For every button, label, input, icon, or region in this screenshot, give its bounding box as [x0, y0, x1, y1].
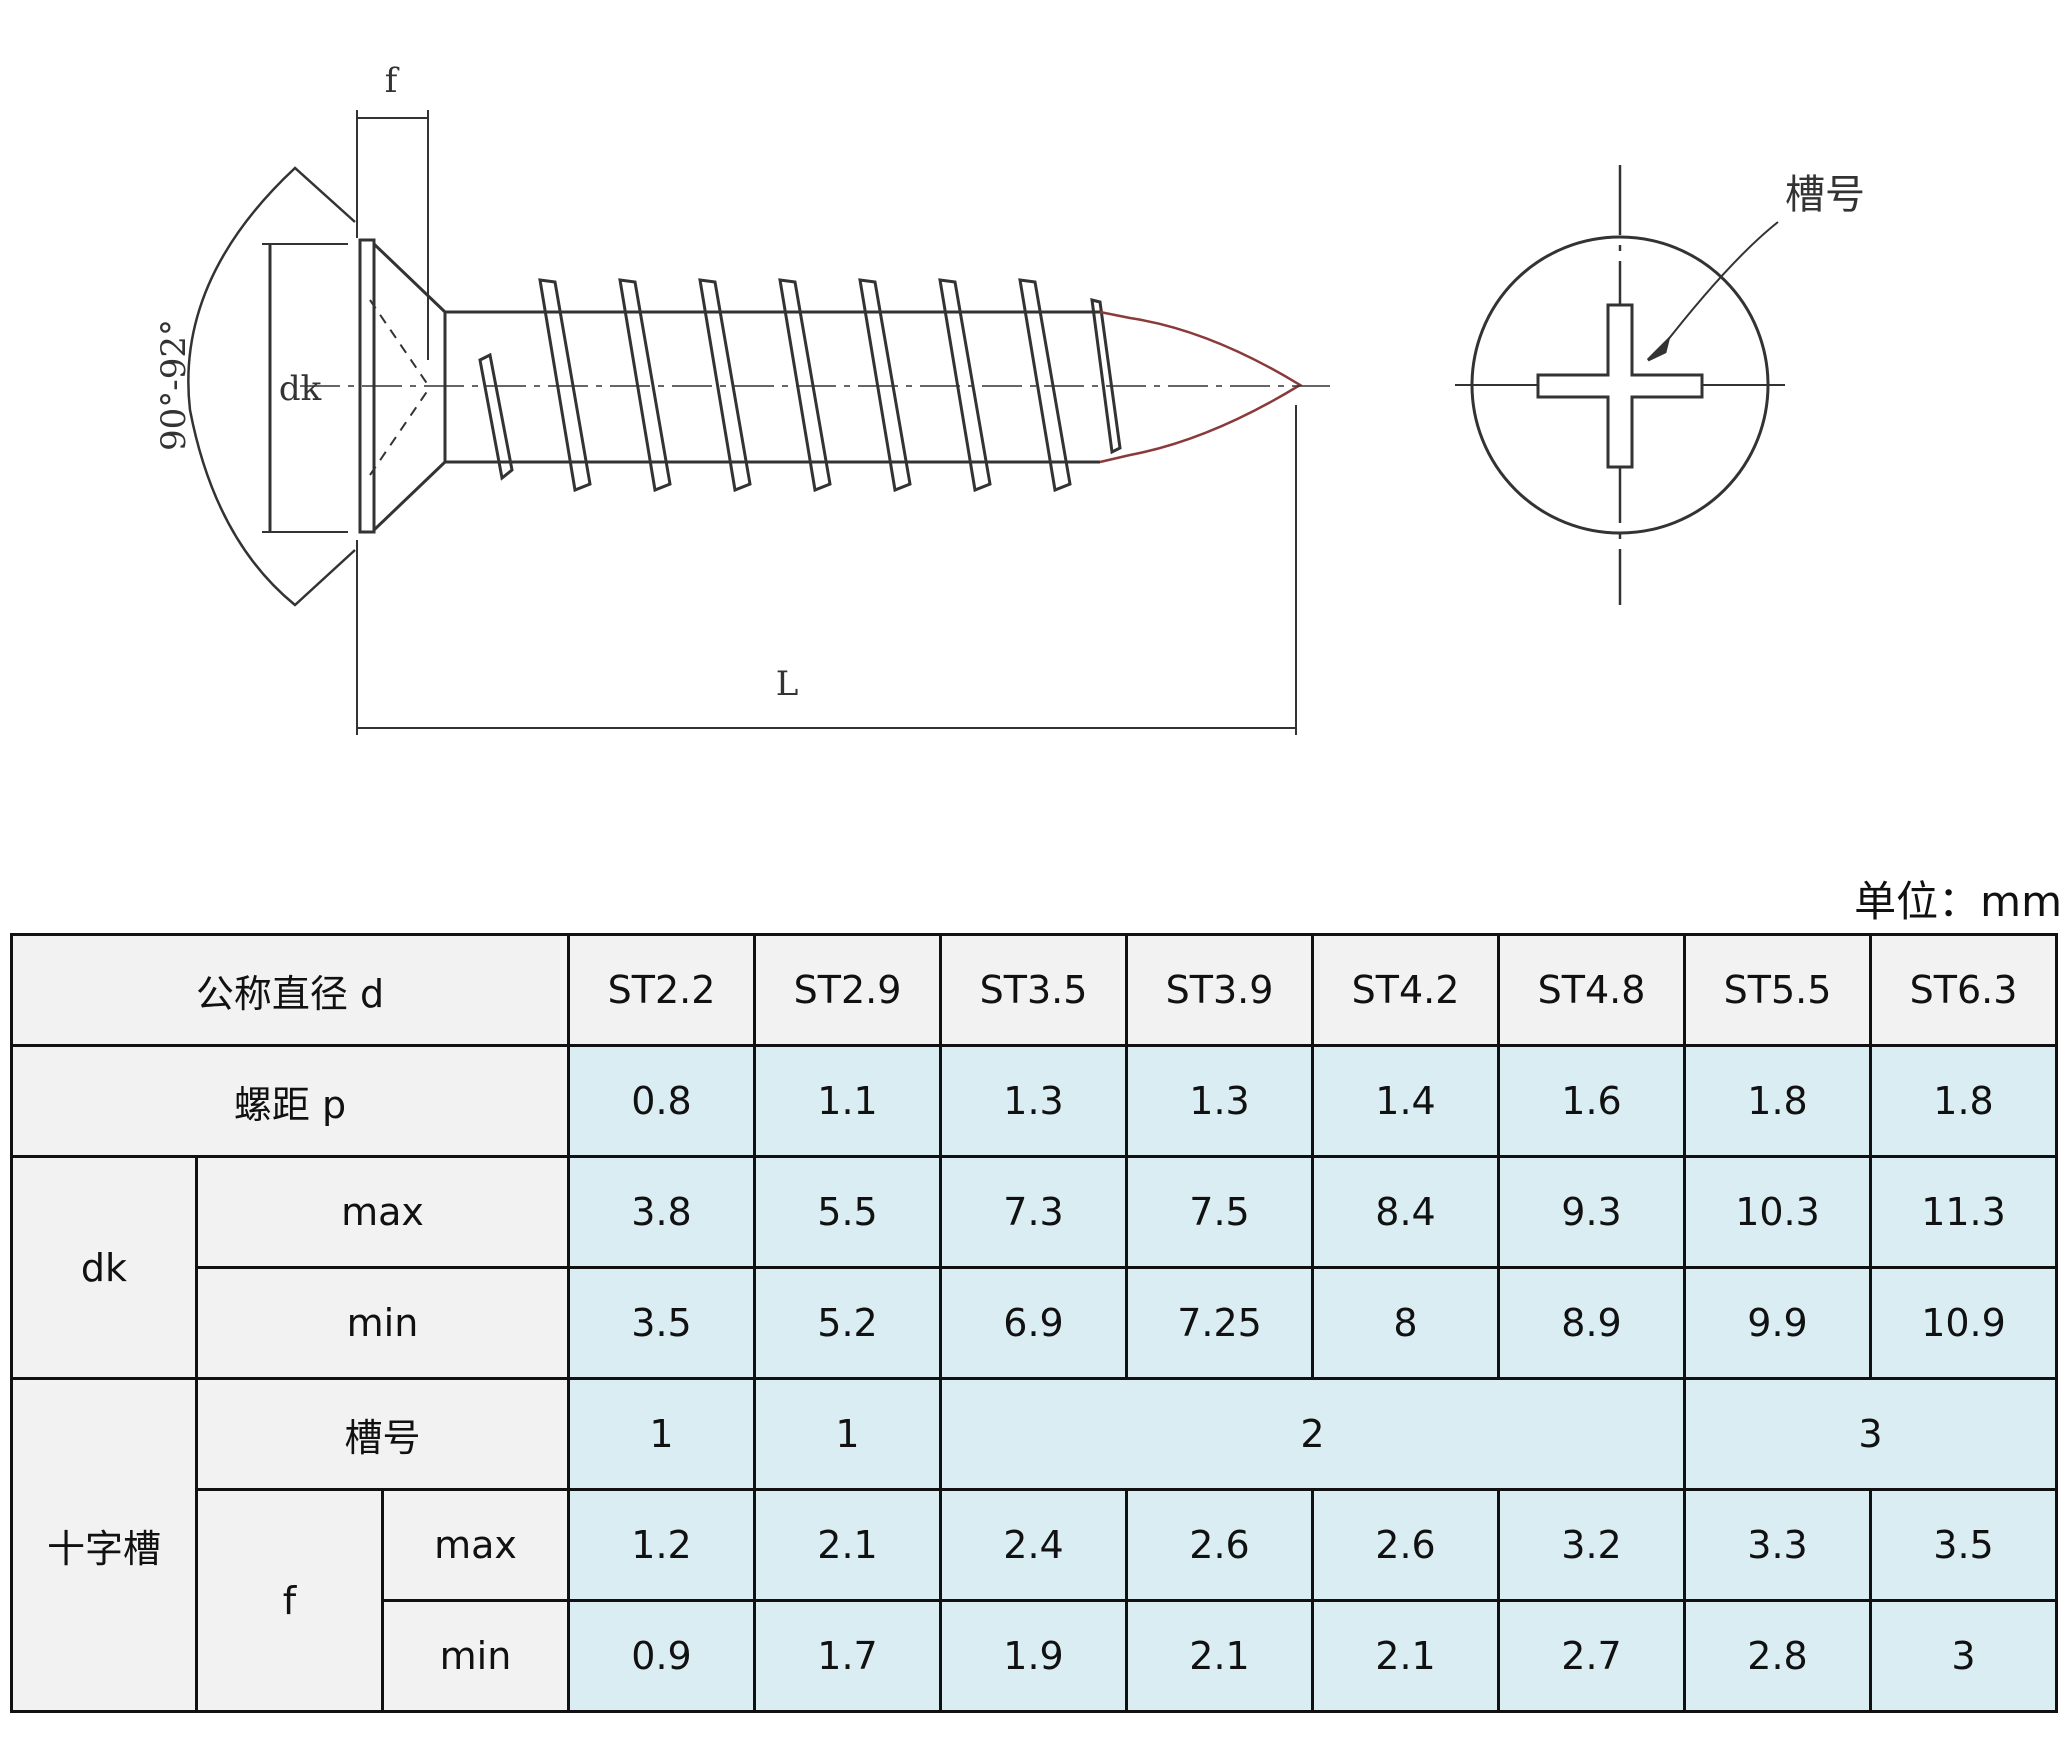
unit-label: 单位：mm	[1854, 877, 2062, 926]
pitch-cell: 1.3	[1125, 1044, 1314, 1158]
f-max-cell: 2.4	[939, 1488, 1128, 1602]
nominal-diameter-label: 公称直径 d	[10, 933, 570, 1047]
row-nominal-diameter: 公称直径 d ST2.2 ST2.9 ST3.5 ST3.9 ST4.2 ST4…	[10, 933, 2058, 1047]
size-cell: ST4.2	[1311, 933, 1500, 1047]
length-dimension-label: L	[776, 664, 799, 704]
f-min-cell: 1.7	[753, 1599, 942, 1713]
dk-min-cell: 10.9	[1869, 1266, 2058, 1380]
row-f-min: min 0.9 1.7 1.9 2.1 2.1 2.7 2.8 3	[12, 1599, 2058, 1713]
f-label: f	[195, 1488, 384, 1713]
f-dimension-label: f	[385, 61, 400, 101]
slot-number-cell: 3	[1683, 1377, 2058, 1491]
dk-min-cell: 7.25	[1125, 1266, 1314, 1380]
pitch-cell: 1.1	[753, 1044, 942, 1158]
pitch-label: 螺距 p	[10, 1044, 570, 1158]
screw-side-view	[187, 110, 1330, 735]
row-dk-min: min 3.5 5.2 6.9 7.25 8 8.9 9.9 10.9	[12, 1266, 2058, 1380]
dk-max-cell: 7.5	[1125, 1155, 1314, 1269]
f-max-cell: 2.6	[1125, 1488, 1314, 1602]
slot-number-cell: 2	[939, 1377, 1686, 1491]
dk-max-cell: 5.5	[753, 1155, 942, 1269]
size-cell: ST4.8	[1497, 933, 1686, 1047]
dk-max-cell: 8.4	[1311, 1155, 1500, 1269]
f-max-cell: 2.6	[1311, 1488, 1500, 1602]
f-min-cell: 2.1	[1125, 1599, 1314, 1713]
slot-number-cell: 1	[753, 1377, 942, 1491]
f-min-label: min	[381, 1599, 570, 1713]
angle-dimension-label: 90°-92°	[154, 319, 194, 451]
screw-technical-drawing: f dk 90°-92° L 槽号	[154, 61, 1865, 735]
f-min-cell: 0.9	[567, 1599, 756, 1713]
f-min-cell: 2.8	[1683, 1599, 1872, 1713]
dk-max-cell: 10.3	[1683, 1155, 1872, 1269]
f-max-cell: 3.3	[1683, 1488, 1872, 1602]
size-cell: ST5.5	[1683, 933, 1872, 1047]
pitch-cell: 1.8	[1869, 1044, 2058, 1158]
dk-min-cell: 5.2	[753, 1266, 942, 1380]
screw-specification-table: 公称直径 d ST2.2 ST2.9 ST3.5 ST3.9 ST4.2 ST4…	[10, 933, 2058, 1713]
f-max-label: max	[381, 1488, 570, 1602]
f-min-cell: 2.7	[1497, 1599, 1686, 1713]
f-min-cell: 3	[1869, 1599, 2058, 1713]
f-max-cell: 2.1	[753, 1488, 942, 1602]
size-cell: ST6.3	[1869, 933, 2058, 1047]
pitch-cell: 0.8	[567, 1044, 756, 1158]
dk-min-cell: 9.9	[1683, 1266, 1872, 1380]
f-max-cell: 3.5	[1869, 1488, 2058, 1602]
size-cell: ST2.2	[567, 933, 756, 1047]
pitch-cell: 1.6	[1497, 1044, 1686, 1158]
dk-max-cell: 11.3	[1869, 1155, 2058, 1269]
pitch-cell: 1.3	[939, 1044, 1128, 1158]
slot-number-cell: 1	[567, 1377, 756, 1491]
cross-recess-label: 十字槽	[10, 1377, 198, 1713]
dk-min-label: min	[195, 1266, 570, 1380]
dk-max-cell: 9.3	[1497, 1155, 1686, 1269]
row-dk-max: dk max 3.8 5.5 7.3 7.5 8.4 9.3 10.3 11.3	[10, 1155, 2058, 1380]
size-cell: ST3.5	[939, 933, 1128, 1047]
slot-number-label: 槽号	[1785, 172, 1865, 218]
f-min-cell: 1.9	[939, 1599, 1128, 1713]
dk-min-cell: 3.5	[567, 1266, 756, 1380]
row-pitch: 螺距 p 0.8 1.1 1.3 1.3 1.4 1.6 1.8 1.8	[10, 1044, 2058, 1158]
f-max-cell: 3.2	[1497, 1488, 1686, 1602]
f-max-cell: 1.2	[567, 1488, 756, 1602]
dk-max-cell: 3.8	[567, 1155, 756, 1269]
pitch-cell: 1.4	[1311, 1044, 1500, 1158]
row-f-max: f max 1.2 2.1 2.4 2.6 2.6 3.2 3.3 3.5	[12, 1488, 2058, 1713]
screw-head-top-view	[1455, 165, 1785, 605]
dk-max-label: max	[195, 1155, 570, 1269]
dk-dimension-label: dk	[279, 369, 322, 409]
dk-label: dk	[10, 1155, 198, 1380]
size-cell: ST3.9	[1125, 933, 1314, 1047]
size-cell: ST2.9	[753, 933, 942, 1047]
row-slot-number: 十字槽 槽号 1 1 2 3	[10, 1377, 2058, 1713]
f-min-cell: 2.1	[1311, 1599, 1500, 1713]
dk-min-cell: 8	[1311, 1266, 1500, 1380]
dk-max-cell: 7.3	[939, 1155, 1128, 1269]
dk-min-cell: 6.9	[939, 1266, 1128, 1380]
slot-number-row-label: 槽号	[195, 1377, 570, 1491]
dk-min-cell: 8.9	[1497, 1266, 1686, 1380]
pitch-cell: 1.8	[1683, 1044, 1872, 1158]
